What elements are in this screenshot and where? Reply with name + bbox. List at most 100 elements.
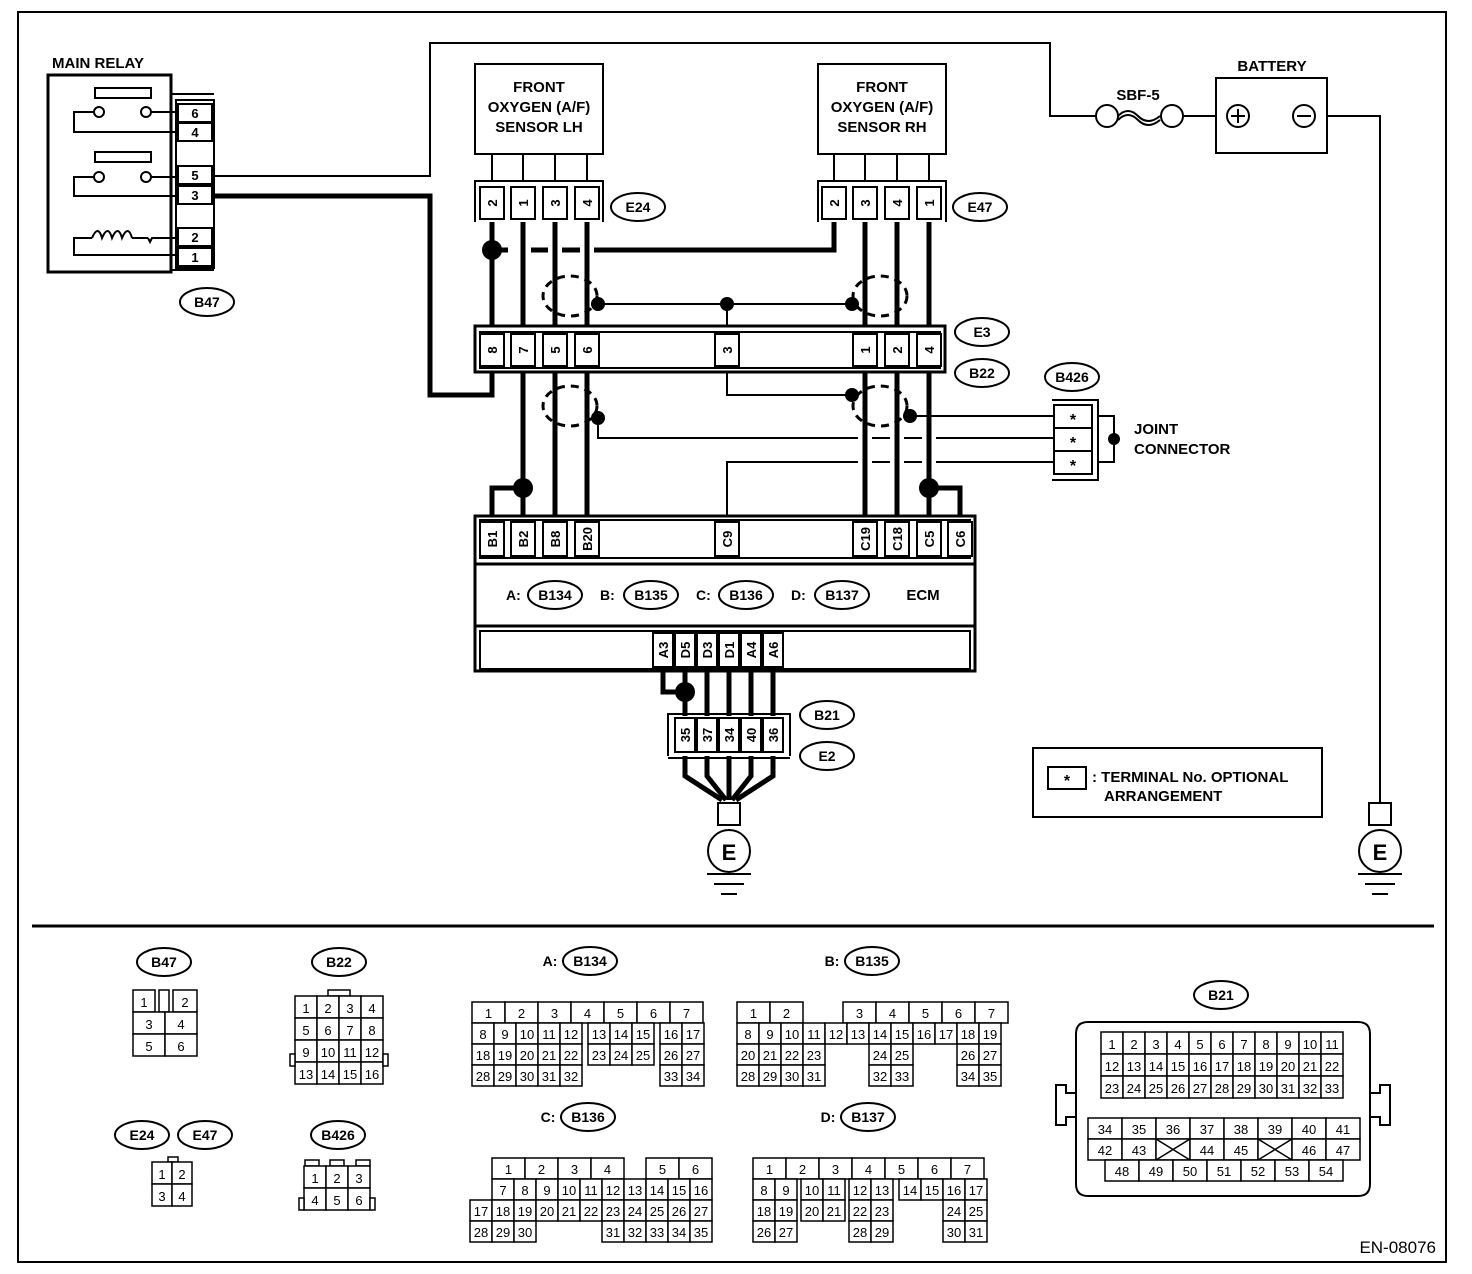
terminal-number: 20 bbox=[805, 1204, 819, 1219]
terminal-number: 31 bbox=[807, 1069, 821, 1084]
relay-pin-label: 5 bbox=[191, 168, 198, 183]
terminal-number: 12 bbox=[853, 1183, 867, 1198]
terminal-number: 2 bbox=[324, 1001, 331, 1016]
terminal-number: 14 bbox=[650, 1183, 664, 1198]
terminal-number: 12 bbox=[1105, 1059, 1119, 1074]
terminal-number: 18 bbox=[961, 1027, 975, 1042]
ecm-top-pin-label: B20 bbox=[580, 527, 595, 551]
terminal-number: 2 bbox=[783, 1006, 790, 1021]
ecm-conn-prefix-a: A: bbox=[506, 587, 521, 603]
terminal-number: 5 bbox=[333, 1193, 340, 1208]
terminal-number: 12 bbox=[606, 1183, 620, 1198]
terminal-number: 9 bbox=[501, 1027, 508, 1042]
terminal-number: 8 bbox=[760, 1183, 767, 1198]
terminal-number: 33 bbox=[650, 1225, 664, 1240]
terminal-number: 8 bbox=[368, 1023, 375, 1038]
terminal-number: 14 bbox=[903, 1183, 917, 1198]
terminal-number: 7 bbox=[499, 1183, 506, 1198]
terminal-cell bbox=[164, 1033, 198, 1057]
relay-pin bbox=[177, 165, 213, 185]
terminal-number: 9 bbox=[1284, 1037, 1291, 1052]
terminal-number: 40 bbox=[1302, 1122, 1316, 1137]
relay-pin-label: 1 bbox=[191, 250, 198, 265]
terminal-number: 13 bbox=[592, 1027, 606, 1042]
terminal-number: 41 bbox=[1336, 1122, 1350, 1137]
ecm-bottom-pin-label: D5 bbox=[678, 642, 693, 659]
terminal-number: 24 bbox=[873, 1048, 887, 1063]
sensor-lh-line1: FRONT bbox=[513, 79, 565, 96]
connector-label-b426: B426 bbox=[1055, 369, 1089, 385]
terminal-number: 26 bbox=[961, 1048, 975, 1063]
terminal-number: 2 bbox=[518, 1006, 525, 1021]
terminal-number: 23 bbox=[1105, 1081, 1119, 1096]
terminal-number: 3 bbox=[856, 1006, 863, 1021]
diagram-id: EN-08076 bbox=[1359, 1238, 1436, 1257]
terminal-number: 27 bbox=[1193, 1081, 1207, 1096]
terminal-number: 17 bbox=[474, 1204, 488, 1219]
view-label-b137: B137 bbox=[851, 1109, 885, 1125]
ecm-top-pin-label: B8 bbox=[548, 531, 563, 548]
b21-e2-pin-label: 37 bbox=[700, 728, 715, 742]
ecm-conn-prefix-b: B: bbox=[600, 587, 615, 603]
ecm-top-pin-label: B1 bbox=[485, 531, 500, 548]
view-prefix: B: bbox=[825, 953, 840, 969]
terminal-number: 3 bbox=[551, 1006, 558, 1021]
relay-pin bbox=[177, 247, 213, 267]
joint-connector-label-1: JOINT bbox=[1134, 421, 1178, 438]
terminal-number: 52 bbox=[1251, 1164, 1265, 1179]
terminal-number: 3 bbox=[158, 1189, 165, 1204]
terminal-number: 18 bbox=[496, 1204, 510, 1219]
joint-pin-label: 4 bbox=[922, 346, 937, 354]
terminal-number: 7 bbox=[964, 1162, 971, 1177]
ecm-top-pin bbox=[916, 521, 942, 557]
terminal-number: 32 bbox=[564, 1069, 578, 1084]
terminal-number: 42 bbox=[1098, 1143, 1112, 1158]
terminal-number: 37 bbox=[1200, 1122, 1214, 1137]
terminal-number: 54 bbox=[1319, 1164, 1333, 1179]
terminal-number: 18 bbox=[1237, 1059, 1251, 1074]
terminal-number: 23 bbox=[875, 1204, 889, 1219]
terminal-number: 7 bbox=[683, 1006, 690, 1021]
terminal-number: 24 bbox=[947, 1204, 961, 1219]
terminal-number: 1 bbox=[302, 1001, 309, 1016]
terminal-number: 32 bbox=[1303, 1081, 1317, 1096]
terminal-number: 39 bbox=[1268, 1122, 1282, 1137]
b21-e2-pin bbox=[696, 717, 718, 753]
terminal-number: 13 bbox=[875, 1183, 889, 1198]
sensor-pin-label: 4 bbox=[580, 199, 595, 207]
terminal-number: 22 bbox=[853, 1204, 867, 1219]
terminal-number: 1 bbox=[311, 1171, 318, 1186]
sensor-pin bbox=[884, 186, 910, 220]
ecm-top-pin-label: C18 bbox=[890, 527, 905, 551]
terminal-number: 1 bbox=[140, 995, 147, 1010]
terminal-number: 15 bbox=[925, 1183, 939, 1198]
ecm-bottom-pin-label: D1 bbox=[722, 642, 737, 659]
terminal-cell bbox=[870, 1220, 894, 1243]
terminal-number: 5 bbox=[1196, 1037, 1203, 1052]
joint-pin bbox=[916, 333, 942, 367]
terminal-number: 28 bbox=[853, 1225, 867, 1240]
terminal-cell bbox=[681, 1064, 705, 1087]
terminal-number: 22 bbox=[1325, 1059, 1339, 1074]
terminal-number: 5 bbox=[145, 1039, 152, 1054]
b21-e2-pin bbox=[674, 717, 696, 753]
terminal-number: 2 bbox=[799, 1162, 806, 1177]
battery: BATTERY bbox=[1215, 58, 1328, 154]
terminal-number: 10 bbox=[321, 1045, 335, 1060]
terminal-number: 31 bbox=[969, 1225, 983, 1240]
ecm-top-pin bbox=[574, 521, 600, 557]
terminal-number: 1 bbox=[766, 1162, 773, 1177]
terminal-number: 21 bbox=[542, 1048, 556, 1063]
ecm-label: ECM bbox=[906, 587, 939, 604]
sensor-pin bbox=[574, 186, 600, 220]
terminal-number: 13 bbox=[851, 1027, 865, 1042]
terminal-number: 1 bbox=[1108, 1037, 1115, 1052]
terminal-number: 15 bbox=[672, 1183, 686, 1198]
terminal-number: 1 bbox=[750, 1006, 757, 1021]
terminal-number: 30 bbox=[947, 1225, 961, 1240]
terminal-number: 20 bbox=[520, 1048, 534, 1063]
view-label-b22: B22 bbox=[326, 954, 352, 970]
